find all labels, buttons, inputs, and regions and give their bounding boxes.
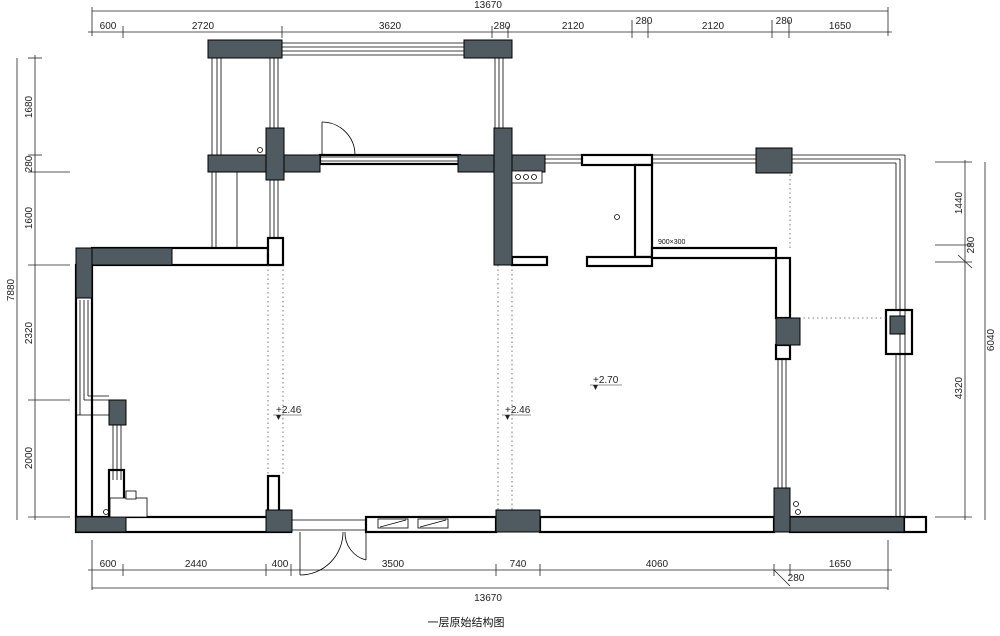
- top-dim-3: 3620: [379, 21, 402, 32]
- windows: [76, 42, 906, 531]
- top-dim-7: 2120: [702, 21, 725, 32]
- doors: [299, 121, 367, 576]
- bottom-dim-7: 280: [788, 573, 805, 584]
- bottom-dim-8: 1650: [829, 559, 852, 570]
- top-total-dim: 13670: [474, 0, 502, 11]
- left-dim-3: 1600: [24, 206, 35, 229]
- right-dim-2: 280: [966, 236, 977, 253]
- top-dim-9: 1650: [829, 21, 852, 32]
- bottom-dimensions: 600 2440 400 3500 740 4060 280 1650 1367…: [100, 559, 852, 604]
- top-dim-6: 280: [636, 16, 653, 27]
- left-dim-1: 1680: [24, 95, 35, 118]
- left-dim-5: 2000: [24, 446, 35, 469]
- top-dimensions: 13670 600 2720 3620 280 2120 280 2120 28…: [100, 0, 852, 32]
- bottom-dim-2: 2440: [185, 559, 208, 570]
- right-dimensions: 1440 280 4320 6040: [954, 191, 997, 399]
- bottom-dim-5: 740: [510, 559, 527, 570]
- right-dim-1: 1440: [954, 191, 965, 214]
- left-dimensions: 7880 1680 280 1600 2320 2000: [6, 95, 35, 469]
- columns: [75, 39, 906, 533]
- bottom-dim-3: 400: [272, 559, 289, 570]
- level-mark-left: +2.46: [276, 405, 302, 416]
- bottom-dim-4: 3500: [382, 559, 405, 570]
- level-mark-middle: +2.46: [505, 405, 531, 416]
- left-total-dim: 7880: [6, 278, 17, 301]
- bottom-total-dim: 13670: [474, 593, 502, 604]
- top-dim-5: 2120: [562, 21, 585, 32]
- plan-title: 一层原始结构图: [428, 615, 505, 629]
- left-dim-4: 2320: [24, 321, 35, 344]
- bottom-dim-1: 600: [100, 559, 117, 570]
- bottom-dim-6: 4060: [646, 559, 669, 570]
- right-dim-3: 4320: [954, 376, 965, 399]
- top-dim-2: 2720: [192, 21, 215, 32]
- right-total-dim: 6040: [986, 328, 997, 351]
- top-dim-8: 280: [776, 16, 793, 27]
- level-mark-right: +2.70: [593, 375, 619, 386]
- left-dim-2: 280: [24, 155, 35, 172]
- beam-lines: [267, 170, 886, 510]
- beam-size-note: 900×300: [658, 239, 686, 246]
- top-dim-1: 600: [100, 21, 117, 32]
- top-dim-4: 280: [494, 21, 511, 32]
- fixtures: [103, 147, 801, 529]
- level-markers: +2.46 +2.46 +2.70: [273, 375, 622, 420]
- dimension-lines: [16, 7, 986, 590]
